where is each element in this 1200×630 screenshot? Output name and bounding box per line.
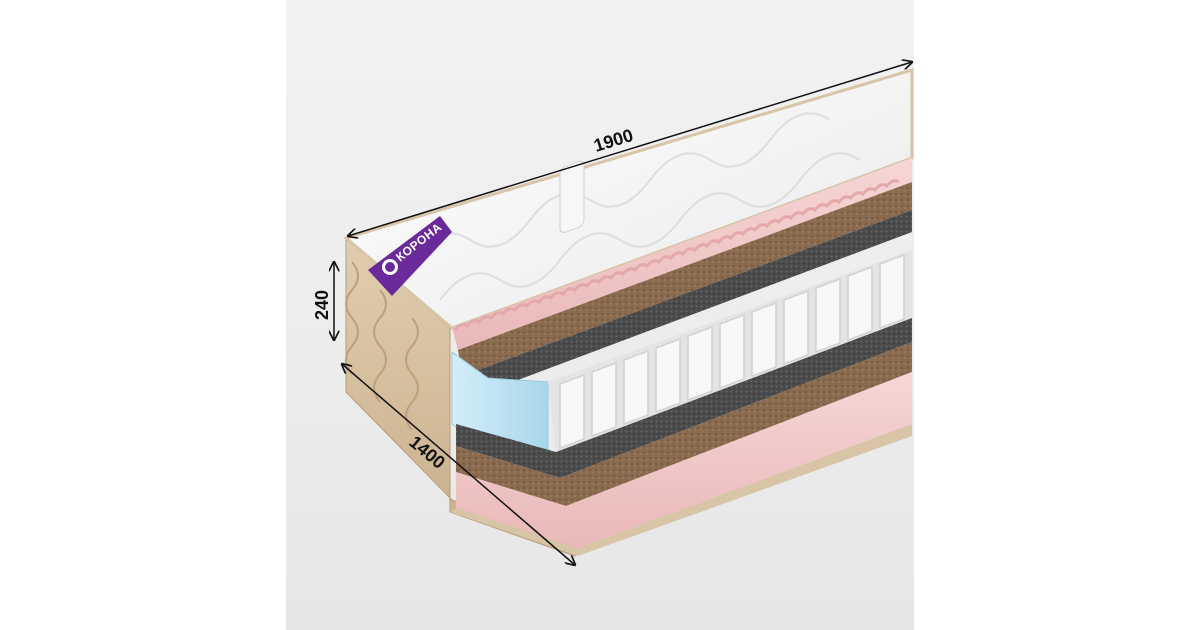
dimension-length-label: 1900 (591, 125, 635, 156)
dimension-height: 240 (312, 262, 334, 340)
pocket-springs (559, 160, 585, 233)
dimension-height-label: 240 (312, 290, 332, 320)
felt-top-layer (462, 210, 912, 398)
